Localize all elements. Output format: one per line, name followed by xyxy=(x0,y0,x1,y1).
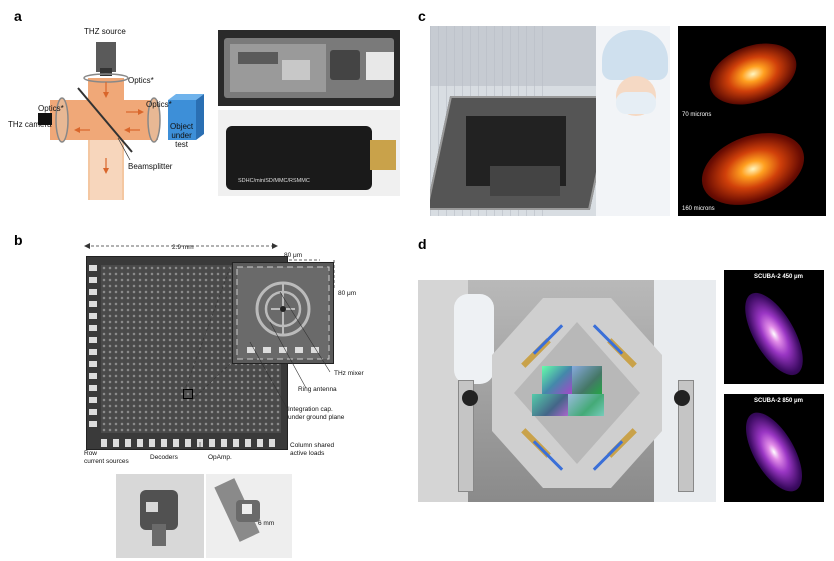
wrench-dim-label: 6 mm xyxy=(258,520,275,527)
label-160-microns: 160 microns xyxy=(682,206,715,212)
object-label-line2: under xyxy=(171,131,192,140)
thz-mixer-label: THz mixer xyxy=(334,370,364,377)
object-label-line3: test xyxy=(175,140,189,149)
label-70-microns: 70 microns xyxy=(682,112,712,118)
dim-80um-v-label: 80 μm xyxy=(338,290,357,297)
sd-card-photo: SDHC/miniSD/MMC/RSMMC xyxy=(218,110,400,196)
row-current-line2: current sources xyxy=(84,458,129,465)
pixel-zoom-inset xyxy=(232,262,334,364)
wrench-photo: 6 mm xyxy=(206,474,292,558)
column-shared-line1: Column shared xyxy=(290,442,335,449)
dim-2-9mm-label: 2.9 mm xyxy=(172,244,194,251)
thz-card-image xyxy=(218,30,400,106)
row-current-line1: Row xyxy=(84,450,98,457)
galaxy-160-microns: 160 microns xyxy=(678,122,826,216)
instrument-photo xyxy=(430,26,670,216)
row-current-label: Row current sources xyxy=(84,450,129,466)
optics-right-label: Optics* xyxy=(146,100,172,109)
integration-cap-line1: Integration cap. xyxy=(288,406,333,413)
label-scuba2-450: SCUBA-2 450 μm xyxy=(754,274,804,280)
beamsplitter-label: Beamsplitter xyxy=(128,162,173,171)
optics-left-label: Optics* xyxy=(38,104,64,113)
scuba2-850-image: SCUBA-2 850 μm xyxy=(724,394,824,502)
galaxy-70-microns: 70 microns xyxy=(678,26,826,122)
panel-c-letter: c xyxy=(418,8,426,24)
column-shared-label: Column shared active loads xyxy=(290,442,334,458)
integration-cap-label: Integration cap. under ground plane xyxy=(288,406,344,422)
integration-cap-line2: under ground plane xyxy=(288,414,345,421)
optics-top-label: Optics* xyxy=(128,76,154,85)
panel-b-letter: b xyxy=(14,232,23,248)
ring-antenna-drawing xyxy=(236,266,330,360)
decoders-label: Decoders xyxy=(150,454,178,461)
dim-80um-h-label: 80 μm xyxy=(284,252,303,259)
panel-a-letter: a xyxy=(14,8,22,24)
card-text: SDHC/miniSD/MMC/RSMMC xyxy=(238,178,310,184)
object-label-line1: Object xyxy=(170,122,194,131)
thz-source-label: THZ source xyxy=(84,27,126,36)
thz-wrench-image xyxy=(116,474,204,558)
thz-setup-diagram xyxy=(38,42,204,200)
label-scuba2-850: SCUBA-2 850 μm xyxy=(754,398,804,404)
column-shared-line2: active loads xyxy=(290,450,325,457)
scuba2-instrument-photo xyxy=(418,280,716,502)
ring-antenna-label: Ring antenna xyxy=(298,386,337,393)
object-under-test-label: Object under test xyxy=(170,122,193,149)
opamp-label: OpAmp. xyxy=(208,454,232,461)
panel-d-letter: d xyxy=(418,236,427,252)
thz-camera-label: THz camera xyxy=(8,120,52,129)
scuba2-450-image: SCUBA-2 450 μm xyxy=(724,270,824,384)
zoom-connector-lines xyxy=(183,262,331,448)
